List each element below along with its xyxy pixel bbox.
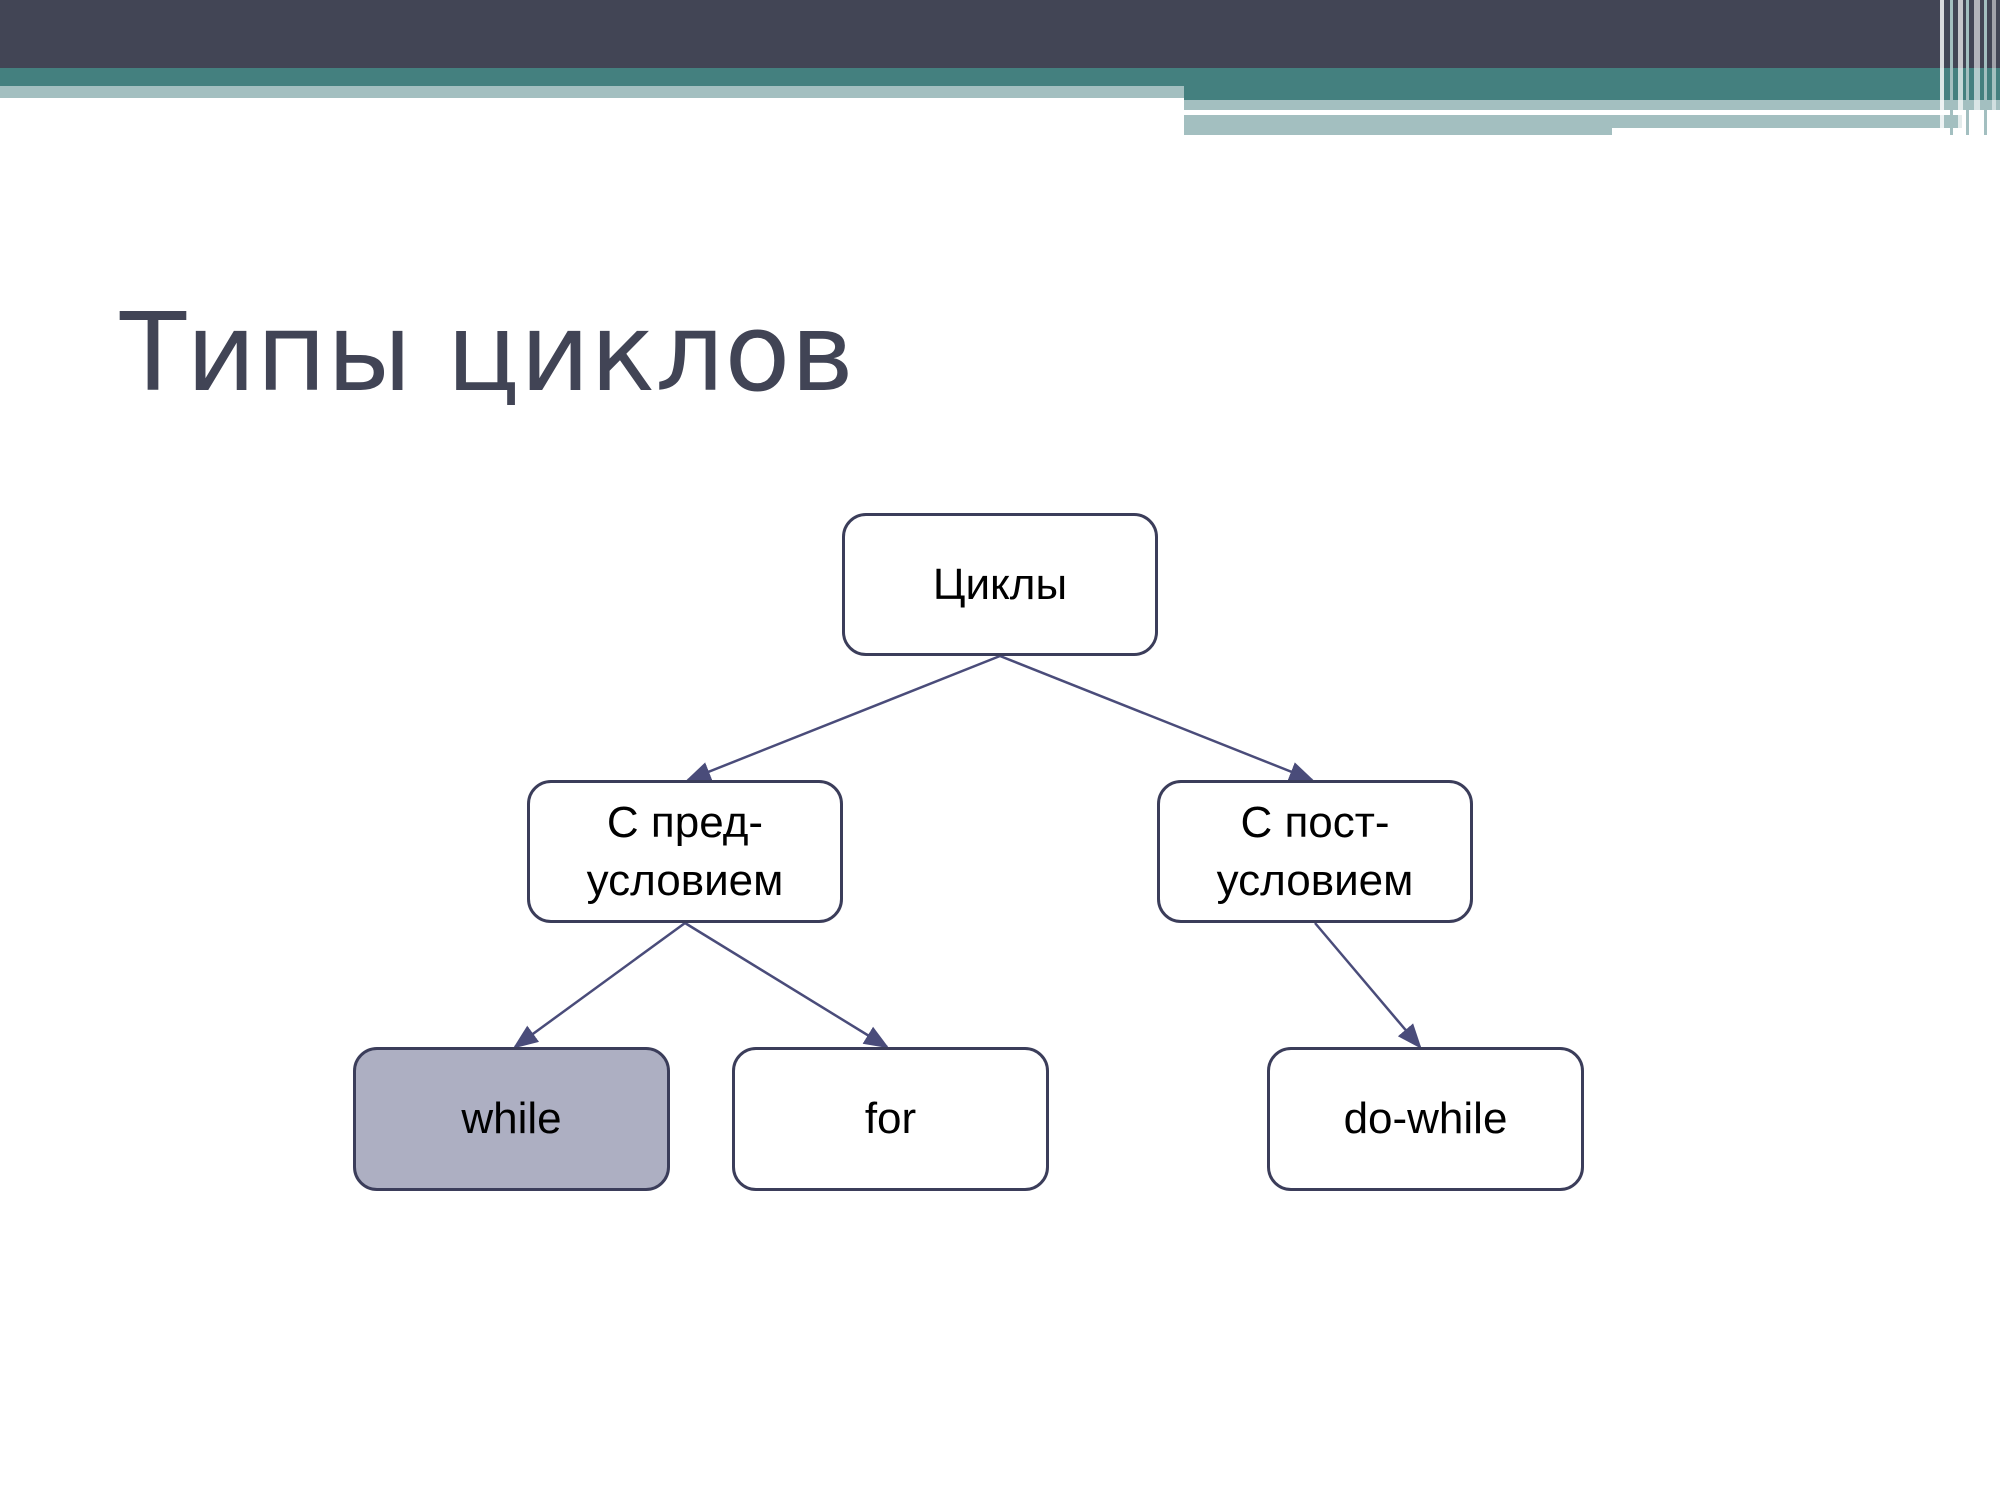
node-do-while-label: do-while [1343, 1094, 1508, 1143]
node-precondition: С пред- условием [527, 780, 843, 923]
edge-post-to-dowhile [1314, 922, 1422, 1049]
node-postcondition-label: С пост- условием [1216, 797, 1414, 905]
header-banner [0, 0, 2000, 135]
edge-root-to-pre [685, 654, 1001, 782]
edge-root-to-post [999, 654, 1315, 782]
slide-title: Типы циклов [120, 291, 855, 416]
node-loops: Циклы [842, 513, 1158, 656]
node-for-label: for [864, 1094, 917, 1143]
edge-pre-to-for [684, 921, 890, 1049]
node-postcondition: С пост- условием [1157, 780, 1473, 923]
node-while-label: while [461, 1094, 562, 1143]
node-loops-label: Циклы [932, 559, 1068, 609]
node-while: while [353, 1047, 670, 1191]
node-do-while: do-while [1267, 1047, 1584, 1191]
node-precondition-label: С пред- условием [586, 797, 784, 905]
node-for: for [732, 1047, 1049, 1191]
edge-pre-to-while [512, 921, 686, 1049]
